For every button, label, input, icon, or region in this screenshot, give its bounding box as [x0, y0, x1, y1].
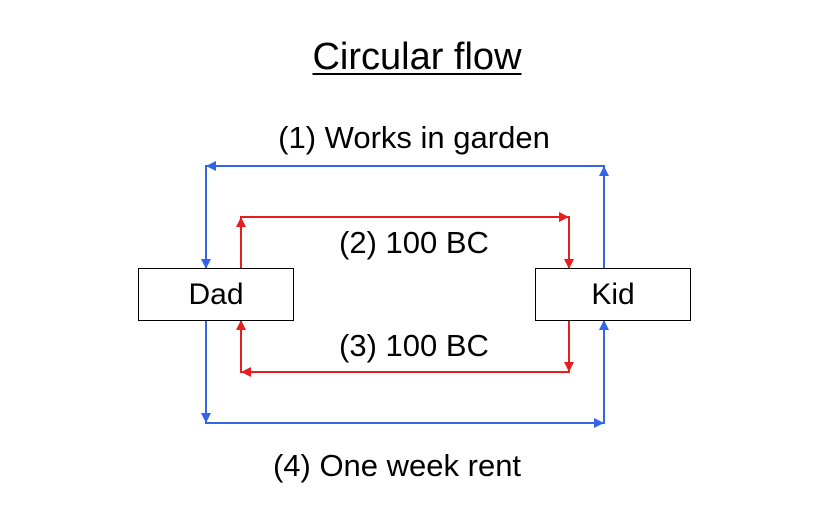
node-dad-label: Dad	[188, 277, 244, 311]
node-kid: Kid	[535, 268, 691, 321]
flow-1-label: (1) Works in garden	[278, 120, 550, 155]
node-dad: Dad	[138, 268, 294, 321]
page-title: Circular flow	[312, 36, 522, 78]
node-kid-label: Kid	[591, 277, 635, 311]
flow-3-label: (3) 100 BC	[339, 328, 489, 363]
flow-4-label: (4) One week rent	[272, 448, 522, 483]
flow-2-label: (2) 100 BC	[339, 225, 489, 260]
